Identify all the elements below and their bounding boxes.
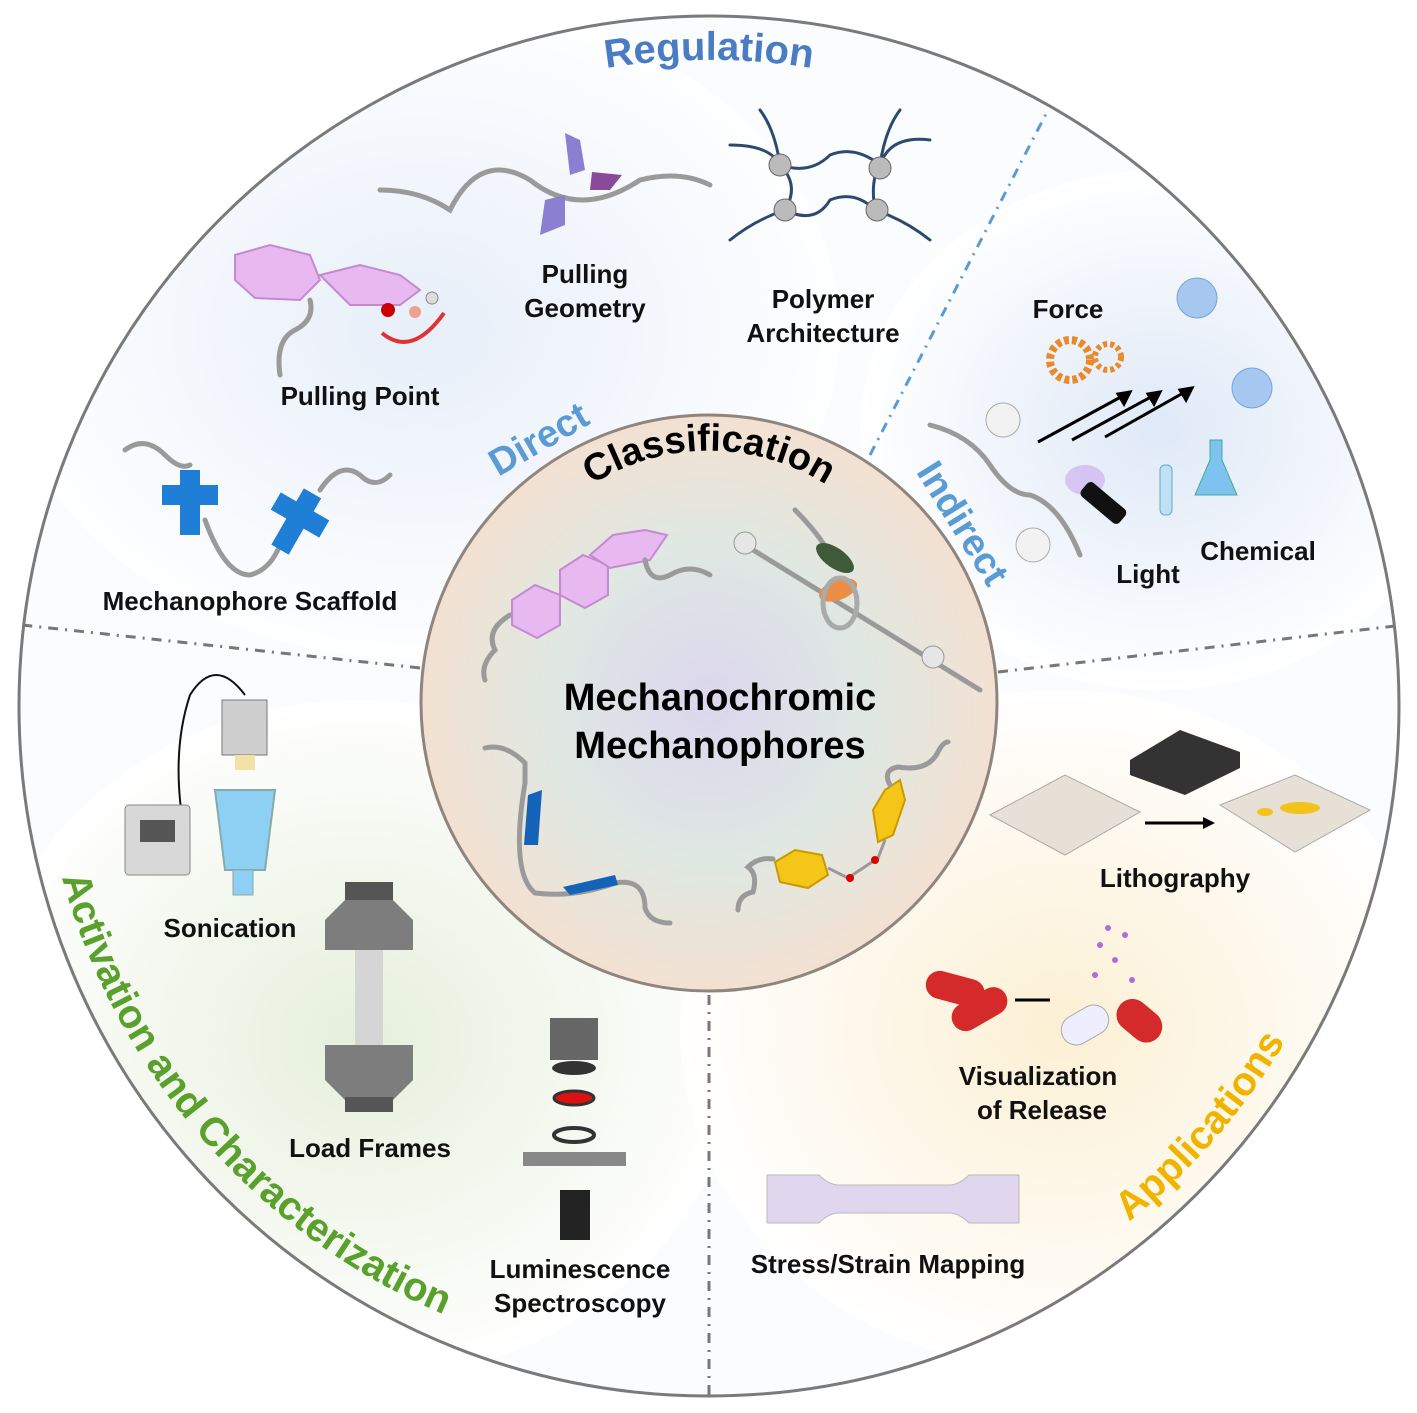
- stress-strain-mapping-item: Stress/Strain Mapping: [751, 1174, 1026, 1279]
- yellow-mechanophore-icon: [735, 739, 951, 913]
- mechanophore-scaffold-item: Mechanophore Scaffold: [103, 441, 398, 616]
- right-divider: [997, 624, 1396, 674]
- outer-circle: [17, 14, 1401, 1398]
- release-label-1: Visualization: [959, 1061, 1117, 1091]
- pulling-geometry-label-2: Geometry: [524, 293, 646, 323]
- lightbulb-icon: [985, 277, 1273, 563]
- rotaxane-icon: [733, 507, 983, 693]
- chemical-label: Chemical: [1200, 536, 1316, 566]
- indirect-activation-item: Force Light Chemical: [927, 277, 1316, 589]
- load-frames-label: Load Frames: [289, 1133, 451, 1163]
- luminescence-label-2: Spectroscopy: [494, 1288, 666, 1318]
- center-title-line1: Mechanochromic: [564, 677, 877, 719]
- luminescence-spectroscopy-item: Luminescence Spectroscopy: [490, 1018, 671, 1318]
- lithography-label: Lithography: [1100, 863, 1251, 893]
- pink-mechanophore-icon: [481, 528, 713, 683]
- polymer-architecture-label-1: Polymer: [772, 284, 875, 314]
- center-circle: Classification Mechanochromic Mechanopho…: [419, 413, 999, 993]
- blue-mechanophore-icon: [482, 744, 673, 926]
- regulation-title: Regulation: [601, 25, 817, 77]
- light-label: Light: [1116, 559, 1180, 589]
- sonication-item: Sonication: [124, 674, 297, 943]
- visualization-of-release-item: Visualization of Release: [925, 925, 1163, 1125]
- force-label: Force: [1033, 294, 1104, 324]
- center-title-line2: Mechanophores: [574, 725, 865, 767]
- pulling-geometry-item: Pulling Geometry: [377, 133, 713, 323]
- polymer-architecture-label-2: Architecture: [746, 318, 899, 348]
- luminescence-label-1: Luminescence: [490, 1254, 671, 1284]
- flask-icon: [1159, 439, 1238, 516]
- pulling-geometry-label-1: Pulling: [542, 259, 629, 289]
- stress-strain-mapping-label: Stress/Strain Mapping: [751, 1249, 1026, 1279]
- polymer-architecture-item: Polymer Architecture: [728, 108, 932, 348]
- left-divider: [21, 623, 421, 670]
- gear-icon: [1046, 336, 1124, 384]
- flashlight-icon: [1065, 465, 1127, 524]
- pulling-point-item: Pulling Point: [234, 243, 446, 411]
- sonication-label: Sonication: [164, 913, 297, 943]
- pulling-point-label: Pulling Point: [281, 381, 440, 411]
- mechanophore-scaffold-label: Mechanophore Scaffold: [103, 586, 398, 616]
- release-label-2: of Release: [977, 1095, 1107, 1125]
- lithography-item: Lithography: [988, 730, 1372, 893]
- arrows-icon: [1037, 386, 1195, 444]
- load-frames-item: Load Frames: [289, 882, 451, 1163]
